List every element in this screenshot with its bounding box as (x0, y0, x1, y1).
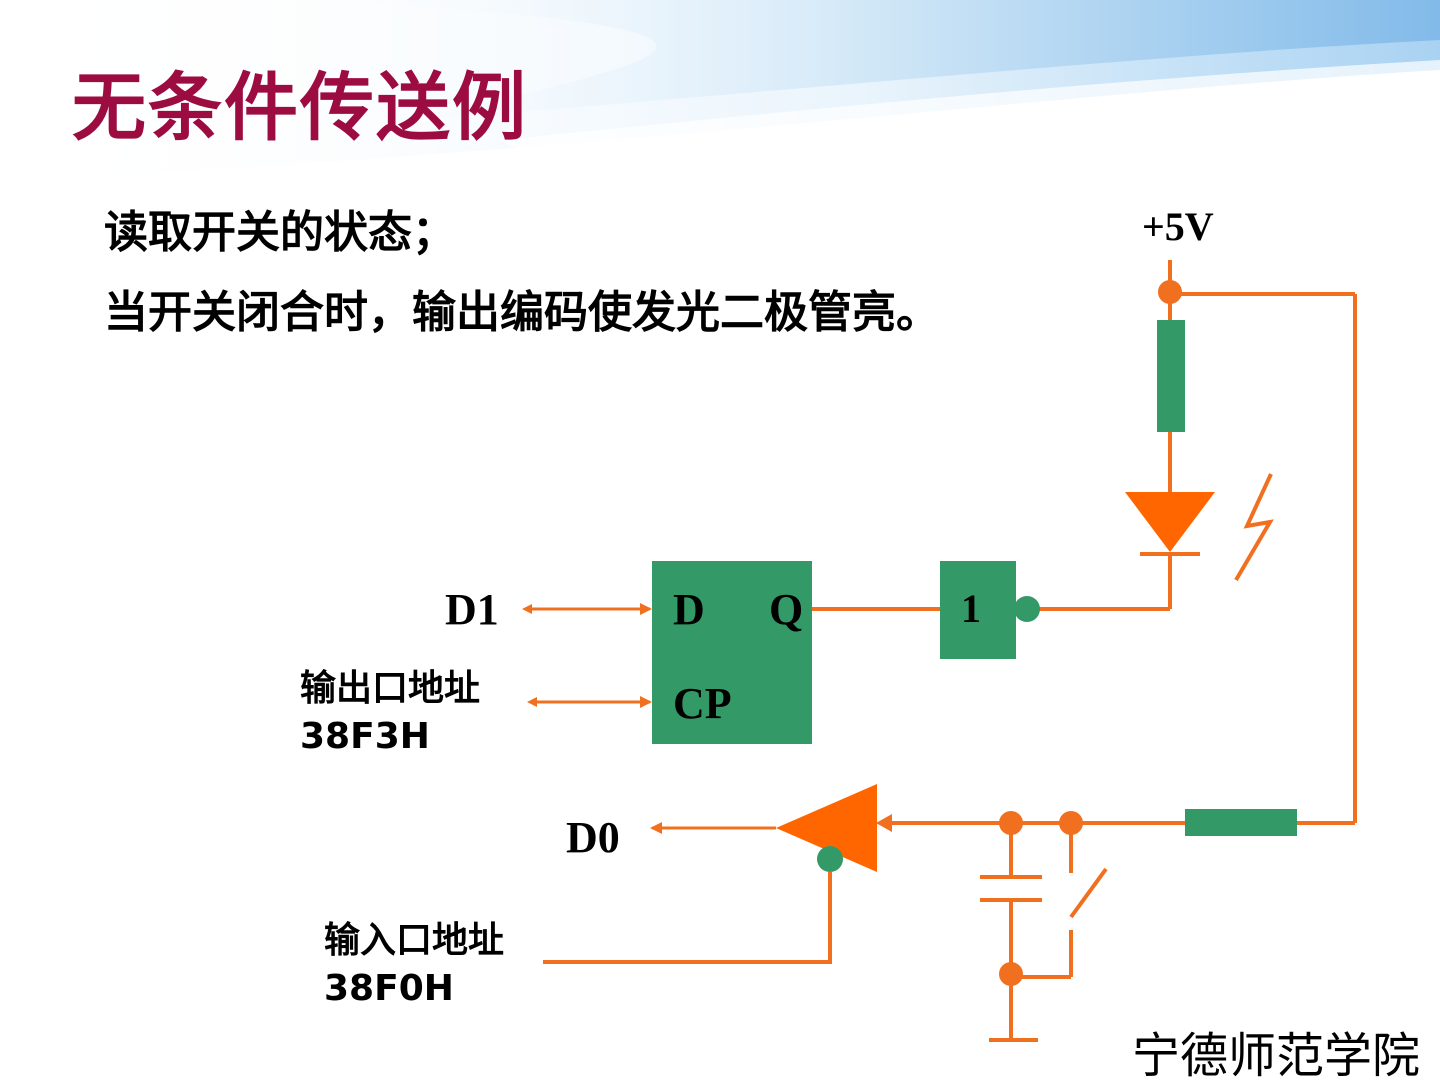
ground-node (999, 962, 1023, 986)
footer-institution: 宁德师范学院 (1131, 1028, 1420, 1084)
tri-state-buffer (776, 784, 877, 872)
d1-arrow-tail (522, 604, 532, 614)
text-line-2: 当开关闭合时，输出编码使发光二极管亮。 (104, 287, 940, 338)
switch-blade (1069, 867, 1108, 919)
background-swoosh (0, 0, 1440, 172)
inverter-bubble (1014, 596, 1040, 622)
light-emission-icon (1234, 473, 1274, 582)
supply-label: +5V (1142, 204, 1214, 249)
in-port-address: 38F0H (324, 968, 454, 1009)
buffer-input-arrow (876, 814, 892, 832)
ff-cp-pin: CP (673, 679, 732, 728)
inverter-gate (940, 561, 1016, 659)
d1-label: D1 (445, 585, 499, 634)
out-port-label: 输出口地址 (300, 668, 480, 709)
inverter-label: 1 (961, 586, 981, 631)
ff-q-pin: Q (769, 585, 803, 634)
in-port-label: 输入口地址 (324, 920, 504, 961)
cp-arrow-tail (527, 697, 537, 707)
slide-title: 无条件传送例 (72, 65, 528, 151)
buffer-enable-bubble (817, 846, 843, 872)
resistor-bottom (1185, 809, 1297, 836)
d-flip-flop (652, 561, 812, 744)
resistor-top (1157, 320, 1185, 432)
text-line-1: 读取开关的状态； (104, 207, 456, 258)
out-port-address: 38F3H (300, 716, 430, 757)
d0-label: D0 (566, 813, 620, 862)
led-diode (1125, 492, 1215, 552)
ff-d-pin: D (673, 585, 705, 634)
